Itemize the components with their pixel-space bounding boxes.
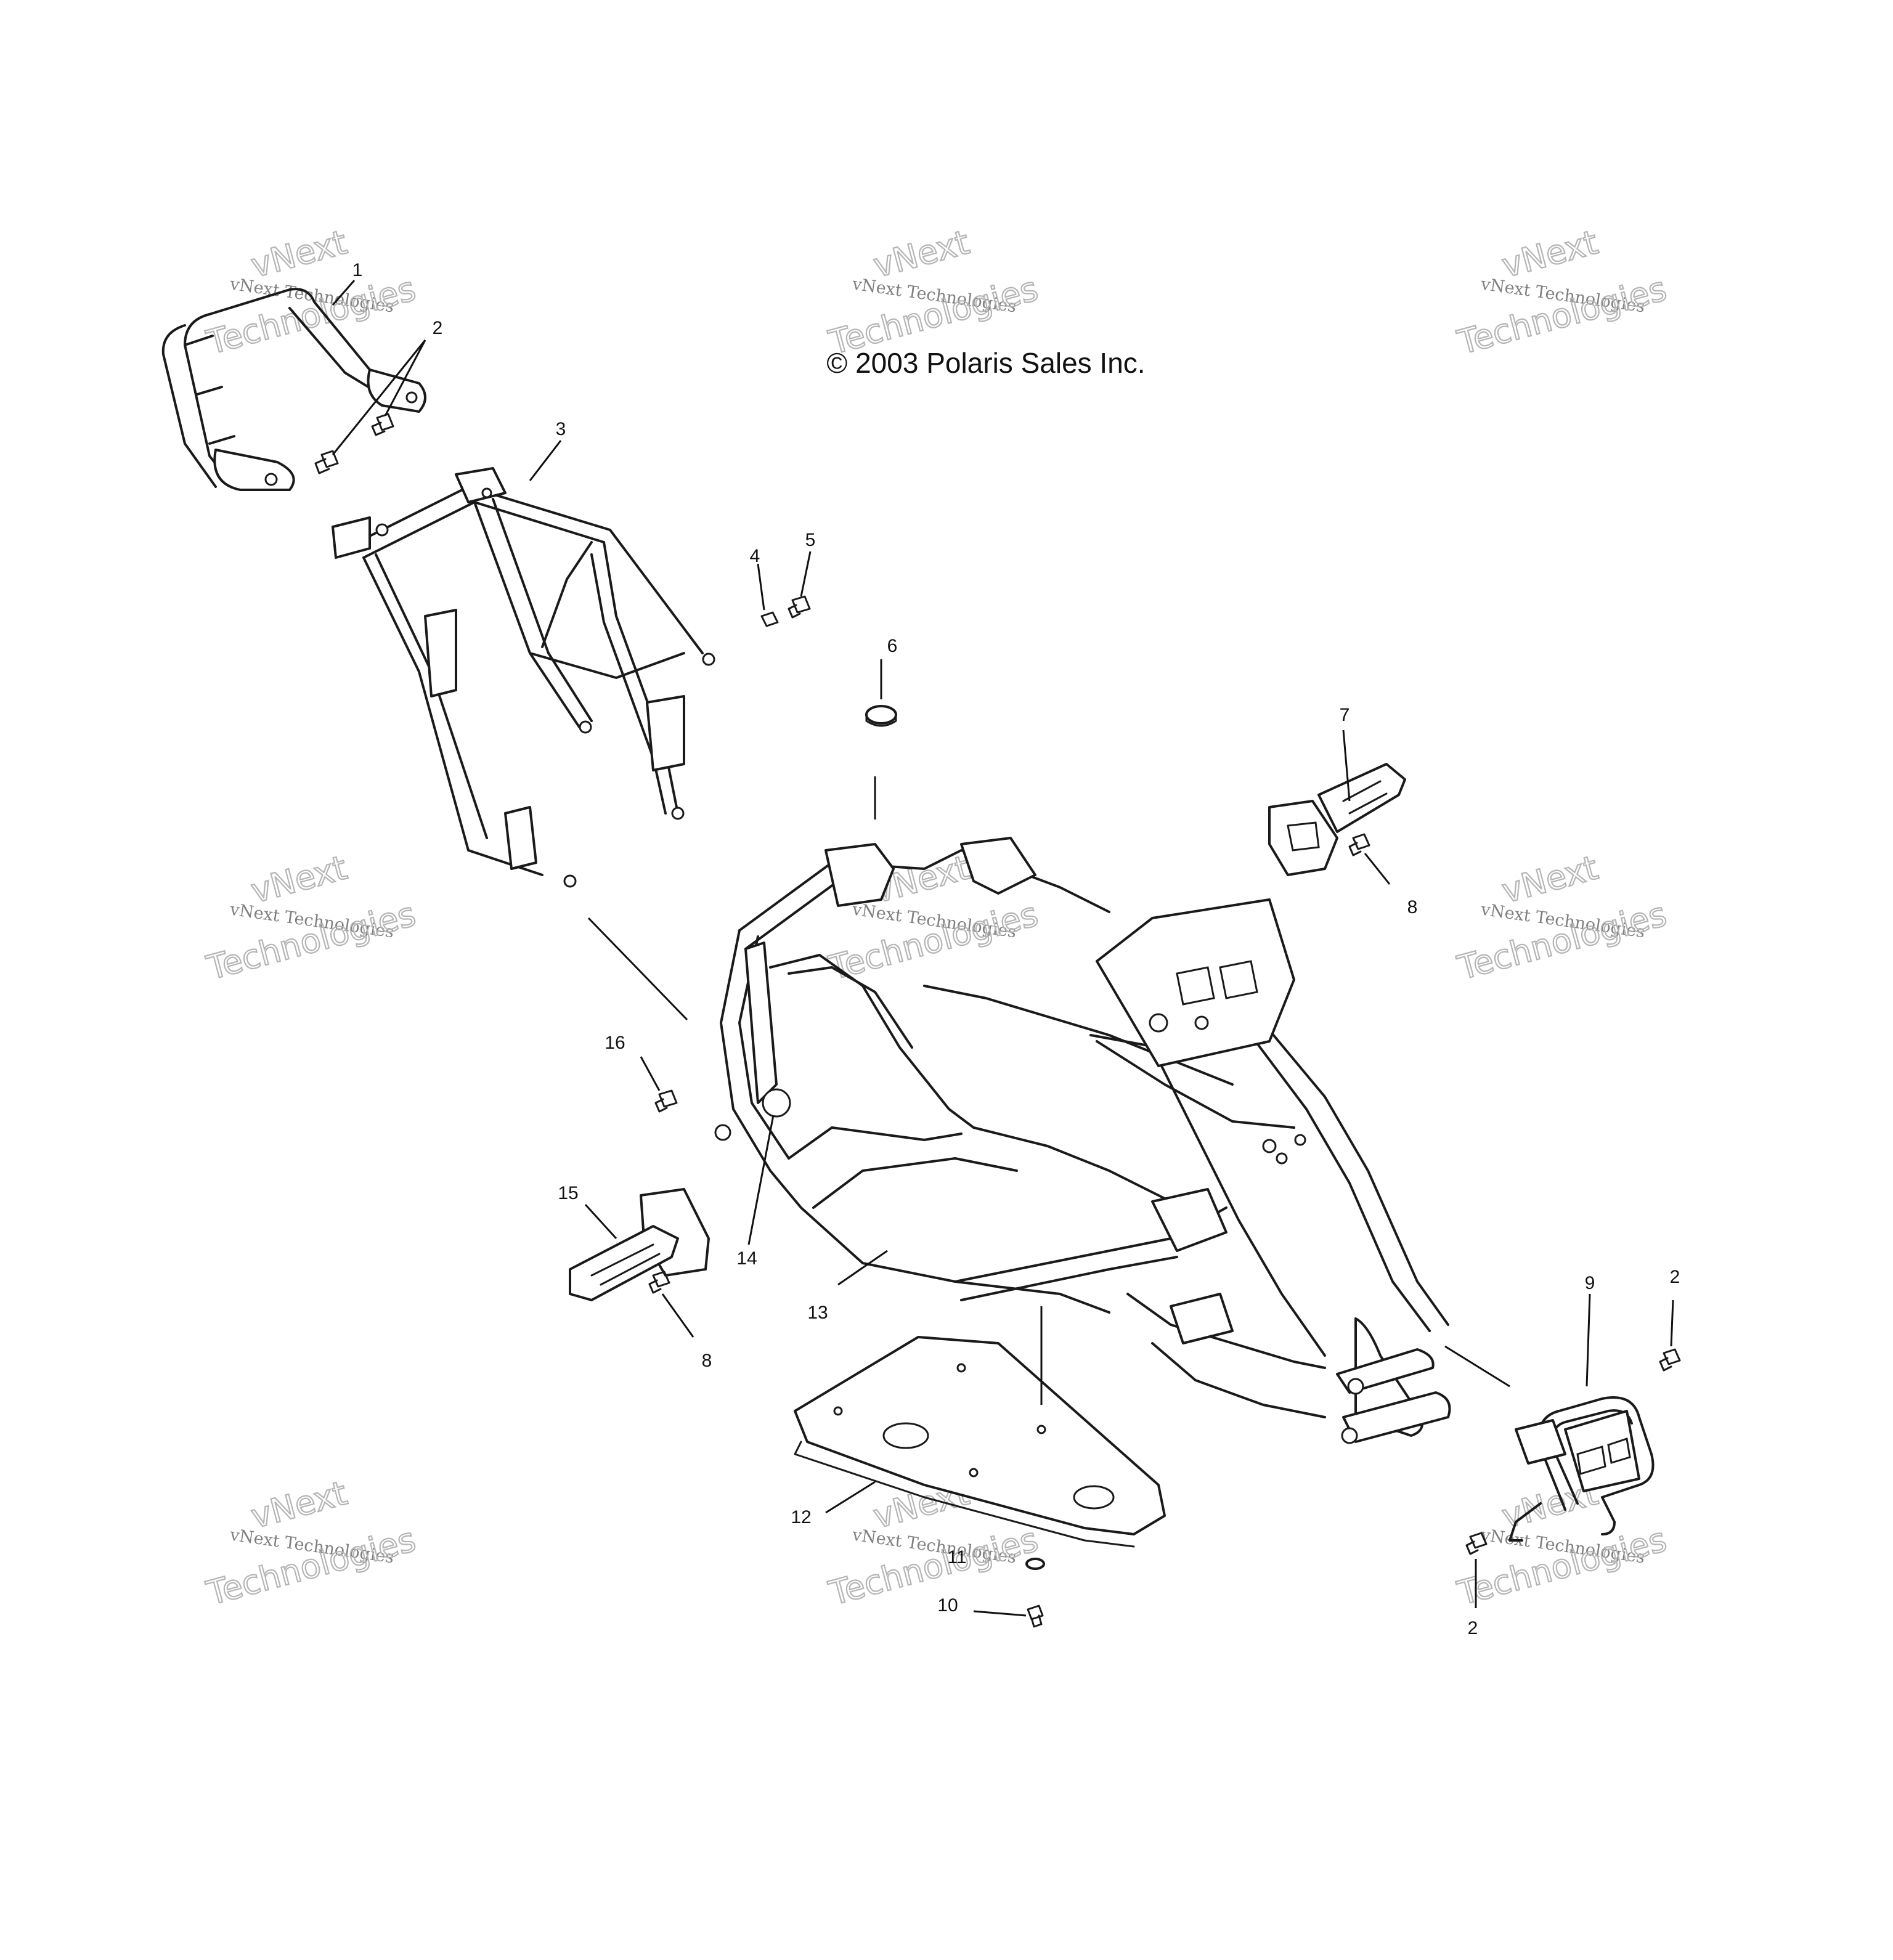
skid-plate-drawing — [794, 1336, 1166, 1548]
watermark-top-left: vNext vNext Technologies Technologies — [202, 222, 420, 363]
svg-text:vNext: vNext — [1498, 222, 1602, 285]
callout-15: 15 — [558, 1183, 578, 1203]
callout-10: 10 — [937, 1595, 958, 1616]
svg-text:vNext: vNext — [1498, 848, 1602, 911]
callout-7: 7 — [1340, 705, 1350, 725]
watermark-top-center: vNext vNext Technologies Technologies — [824, 222, 1043, 363]
nut-and-bolt-drawing — [760, 595, 811, 627]
callout-2-bottom: 2 — [1468, 1618, 1478, 1638]
callout-4: 4 — [750, 546, 760, 566]
svg-text:vNext: vNext — [247, 1473, 351, 1536]
callout-12: 12 — [791, 1507, 811, 1527]
copyright-notice: © 2003 Polaris Sales Inc. — [826, 347, 1145, 379]
leader-lines — [332, 280, 1674, 1617]
svg-text:vNext: vNext — [247, 222, 351, 285]
bolt-pair-top-drawing — [314, 413, 394, 474]
callout-11: 11 — [947, 1547, 966, 1568]
bolt-part16-drawing — [654, 1089, 678, 1113]
callout-labels: 1 2 3 4 5 6 7 8 16 15 14 13 8 9 2 12 11 … — [352, 260, 1680, 1638]
bolt-part8-left-drawing — [648, 1271, 670, 1294]
plug-drawing — [865, 705, 897, 727]
svg-text:vNext: vNext — [869, 222, 974, 285]
callout-14: 14 — [736, 1248, 757, 1269]
watermark-top-right: vNext vNext Technologies Technologies — [1452, 222, 1671, 363]
main-frame-drawing — [714, 837, 1451, 1444]
skid-plate-fasteners-drawing — [1025, 1558, 1045, 1628]
callout-13: 13 — [807, 1303, 828, 1323]
right-footrest-drawing — [1268, 763, 1406, 876]
callout-2-top: 2 — [433, 318, 443, 338]
watermark-mid-right: vNext vNext Technologies Technologies — [1452, 847, 1671, 988]
callout-1: 1 — [352, 260, 363, 280]
callout-2-right: 2 — [1670, 1267, 1680, 1287]
watermark-mid-left: vNext vNext Technologies Technologies — [202, 847, 420, 988]
rear-subframe-drawing — [332, 467, 715, 888]
watermark-bottom-left: vNext vNext Technologies Technologies — [202, 1473, 420, 1614]
rear-grab-bar-drawing — [161, 288, 426, 491]
bolt-part2-right-drawing — [1659, 1348, 1681, 1372]
callout-3: 3 — [556, 419, 566, 439]
bolt-part2-bottom-drawing — [1465, 1532, 1488, 1555]
callout-16: 16 — [605, 1033, 625, 1053]
callout-9: 9 — [1585, 1273, 1595, 1293]
callout-5: 5 — [805, 530, 816, 550]
left-footrest-drawing — [569, 1188, 710, 1301]
front-bumper-drawing — [1508, 1396, 1655, 1542]
callout-6: 6 — [887, 636, 898, 656]
callout-8-right: 8 — [1407, 897, 1418, 917]
bolt-part8-right-drawing — [1348, 833, 1370, 856]
svg-text:vNext: vNext — [247, 848, 351, 911]
callout-8-left: 8 — [702, 1351, 712, 1371]
